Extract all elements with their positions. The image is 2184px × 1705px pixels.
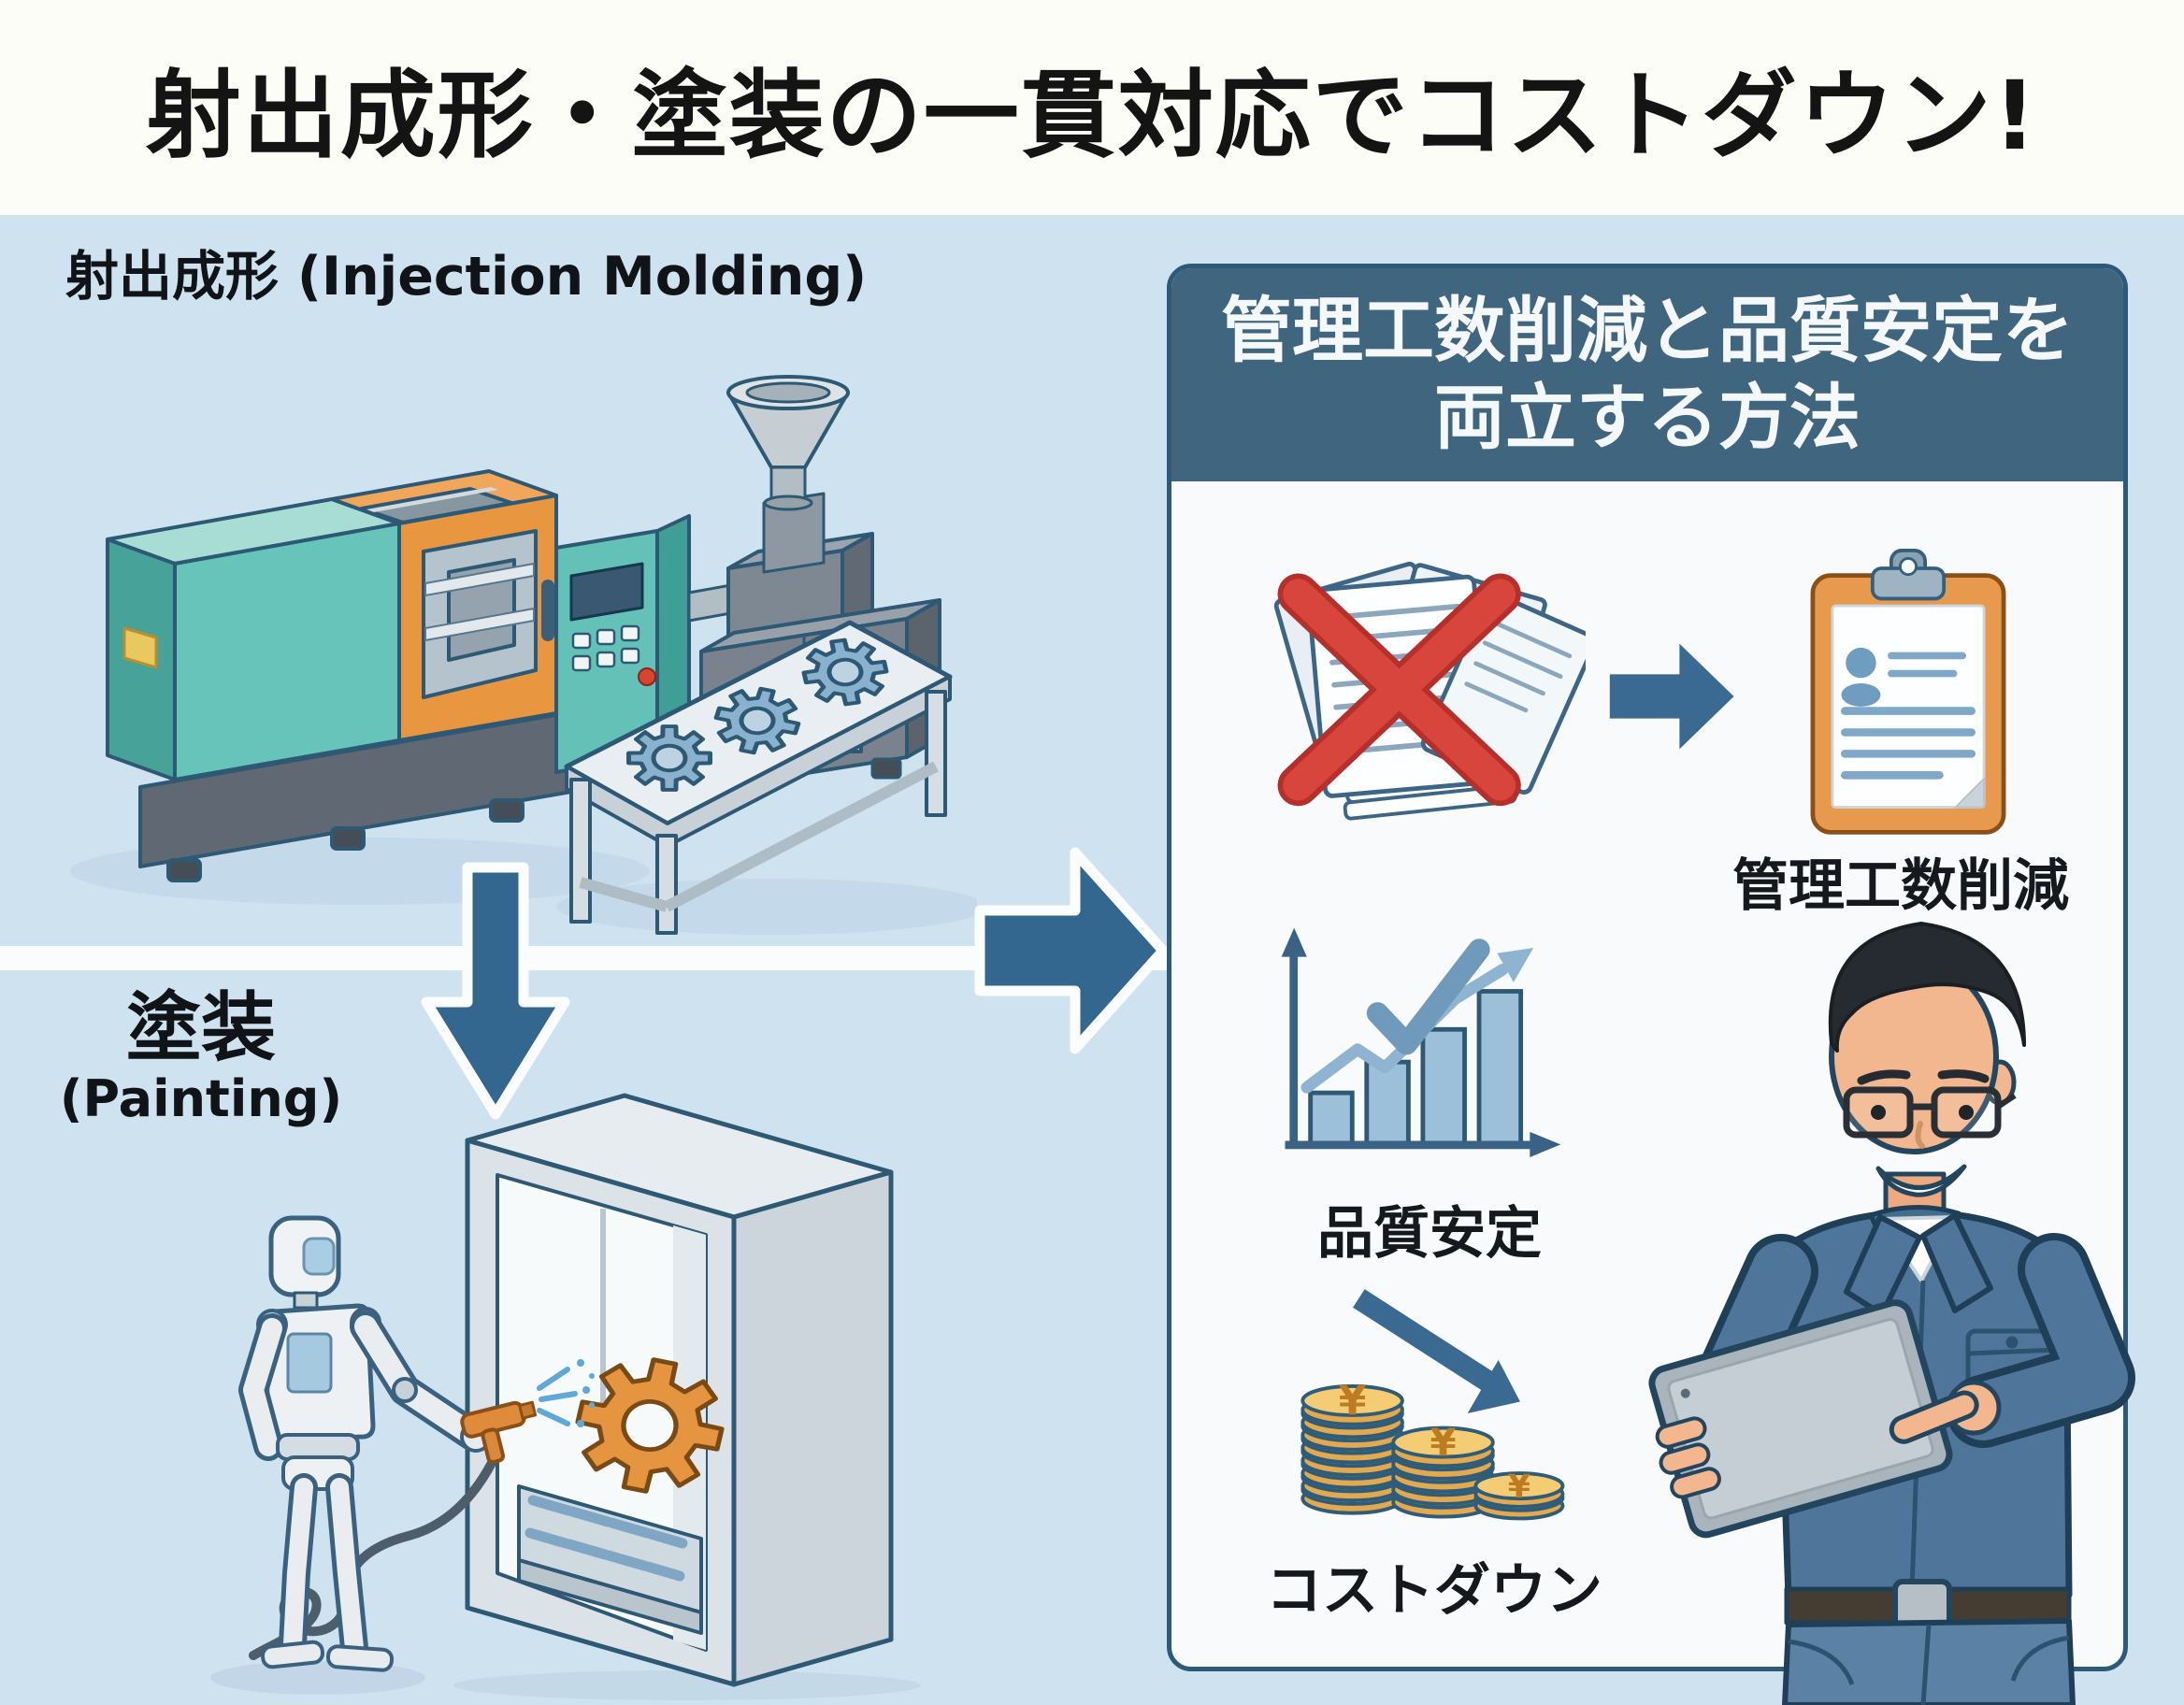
control-screen [569,562,644,622]
title-banner: 射出成形・塗装の一貫対応でコストダウン! [0,0,2184,215]
coin-stack-medium [1391,1426,1495,1519]
section-divider [0,946,1167,970]
painting-label-jp: 塗装 [126,984,276,1071]
yen-symbol: ¥ [1339,1378,1367,1425]
down-arrow-icon [421,862,570,1120]
painting-section-label: 塗装 (Painting) [28,989,374,1126]
yen-symbol: ¥ [1508,1469,1530,1506]
benefit-label-management: 管理工数削減 [1732,853,2069,919]
table-shadow [556,879,977,935]
machine-name-plate [122,626,158,669]
worker-hair [1828,922,2026,1053]
conveyor-slats [524,1495,688,1582]
red-x-mark [1277,573,1521,807]
small-right-arrow-icon [1609,643,1734,750]
panel-header-line2: 両立する方法 [1434,376,1861,459]
robot-visor [302,1237,336,1276]
trend-line [1300,963,1509,1094]
chart-bars [1308,989,1524,1147]
coin-stack-tall [1300,1384,1404,1515]
robot-chest-panel [286,1332,333,1394]
quality-chart-icon [1281,927,1561,1157]
chart-axes [1281,927,1561,1157]
pointing-finger [1889,1390,1979,1444]
clipboard-text-lines [1840,652,1976,780]
tablet-camera [1680,1388,1690,1398]
machine-teal-body [106,497,401,781]
mold-door-handle [541,580,554,641]
molding-section-label: 射出成形 (Injection Molding) [65,246,868,308]
painting-robot [238,1215,538,1672]
clipboard-avatar [1841,647,1881,707]
control-red-button [638,667,656,686]
cost-down-coins-icon: ¥ ¥ ¥ [1300,1289,1565,1521]
hopper-funnel [726,375,850,511]
injection-molding-machine-illustration [70,375,977,935]
control-buttons [571,624,640,672]
worker-jeans [1782,1618,2076,1705]
painting-booth-illustration [210,1093,921,1700]
page-title: 射出成形・塗装の一貫対応でコストダウン! [145,60,2039,172]
painting-label-en: (Painting) [59,1069,343,1128]
trend-arrowhead [1497,947,1534,982]
worker-with-tablet-illustration [1648,922,2135,1705]
molded-gears [629,636,893,790]
spray-gun [460,1400,538,1465]
right-arrow-icon [974,847,1169,1054]
check-mark [1366,938,1490,1055]
crossed-documents-icon [1273,561,1586,821]
coin-stack-short [1473,1471,1565,1521]
painted-gear [566,1348,735,1502]
machine-mold-section [330,469,558,742]
air-hose [249,1456,497,1660]
panel-header-line1: 管理工数削減と品質安定を [1221,289,2074,373]
decline-arrow [1353,1289,1520,1414]
benefit-label-quality: 品質安定 [1317,1201,1542,1267]
spray-mist [537,1359,595,1427]
paper-fold-corner [1953,776,1986,809]
worker-smile [1875,1164,1967,1197]
panel-header: 管理工数削減と品質安定を 両立する方法 [1171,268,2123,481]
tablet [1648,1299,1953,1539]
yen-symbol: ¥ [1430,1421,1456,1466]
benefit-label-cost: コストダウン [1266,1558,1602,1624]
clipboard-icon [1810,549,2006,835]
